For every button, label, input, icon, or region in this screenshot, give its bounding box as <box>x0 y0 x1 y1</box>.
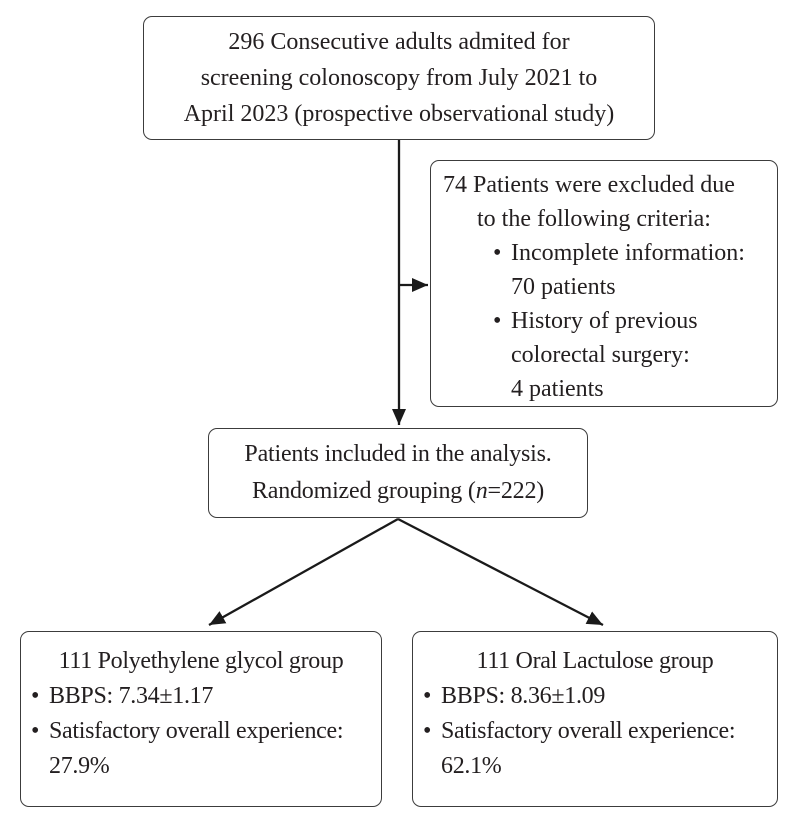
exclusion-item-colorectal-surgery: • History of previous colorectal surgery… <box>493 304 777 406</box>
randomization-line-2: Randomized grouping (n=222) <box>209 473 587 510</box>
bullet-icon: • <box>31 718 40 744</box>
peg-experience-value: 27.9% <box>49 753 110 779</box>
lactulose-group-title: 111 Oral Lactulose group <box>476 648 714 674</box>
exclusion-item-count: 70 patients <box>511 274 616 300</box>
arrow-randomization-to-peg-group <box>208 517 399 627</box>
bullet-icon: • <box>31 683 40 709</box>
randomization-line-2-suffix: =222) <box>487 478 545 504</box>
randomization-box: Patients included in the analysis. Rando… <box>208 428 588 518</box>
bullet-icon: • <box>493 308 502 334</box>
peg-bbps-item: • BBPS: 7.34±1.17 <box>31 679 381 714</box>
bullet-icon: • <box>493 240 502 266</box>
exclusion-header-line-1: 74 Patients were excluded due <box>443 172 735 198</box>
lactulose-experience-label: Satisfactory overall experience: <box>441 718 736 744</box>
arrow-randomization-to-lactulose-group <box>397 517 604 627</box>
enrollment-box: 296 Consecutive adults admited for scree… <box>143 16 655 140</box>
peg-experience-label: Satisfactory overall experience: <box>49 718 344 744</box>
enrollment-line-3: April 2023 (prospective observational st… <box>183 101 615 127</box>
exclusion-item-incomplete-information: • Incomplete information: 70 patients <box>493 236 777 304</box>
enrollment-line-1: 296 Consecutive adults admited for <box>228 29 570 55</box>
peg-group-title: 111 Polyethylene glycol group <box>58 648 344 674</box>
exclusion-item-label: History of previous <box>511 308 698 334</box>
lactulose-experience-item: • Satisfactory overall experience: 62.1% <box>423 714 777 784</box>
lactulose-group-box: 111 Oral Lactulose group • BBPS: 8.36±1.… <box>412 631 778 807</box>
randomization-line-1: Patients included in the analysis. <box>244 441 552 467</box>
exclusion-box: 74 Patients were excluded due to the fol… <box>430 160 778 407</box>
exclusion-item-label: Incomplete information: <box>511 240 745 266</box>
exclusion-header-line-2: to the following criteria: <box>477 206 711 232</box>
randomization-line-2-prefix: Randomized grouping ( <box>251 478 476 504</box>
lactulose-bbps-item: • BBPS: 8.36±1.09 <box>423 679 777 714</box>
peg-experience-item: • Satisfactory overall experience: 27.9% <box>31 714 381 784</box>
peg-group-box: 111 Polyethylene glycol group • BBPS: 7.… <box>20 631 382 807</box>
lactulose-experience-value: 62.1% <box>441 753 502 779</box>
bullet-icon: • <box>423 683 432 709</box>
bullet-icon: • <box>423 718 432 744</box>
randomization-n-symbol: n <box>475 478 488 504</box>
exclusion-item-label-continued: colorectal surgery: <box>511 342 690 368</box>
enrollment-line-2: screening colonoscopy from July 2021 to <box>200 65 598 91</box>
lactulose-bbps-value: BBPS: 8.36±1.09 <box>441 683 606 709</box>
exclusion-item-count: 4 patients <box>511 376 604 402</box>
peg-bbps-value: BBPS: 7.34±1.17 <box>49 683 214 709</box>
